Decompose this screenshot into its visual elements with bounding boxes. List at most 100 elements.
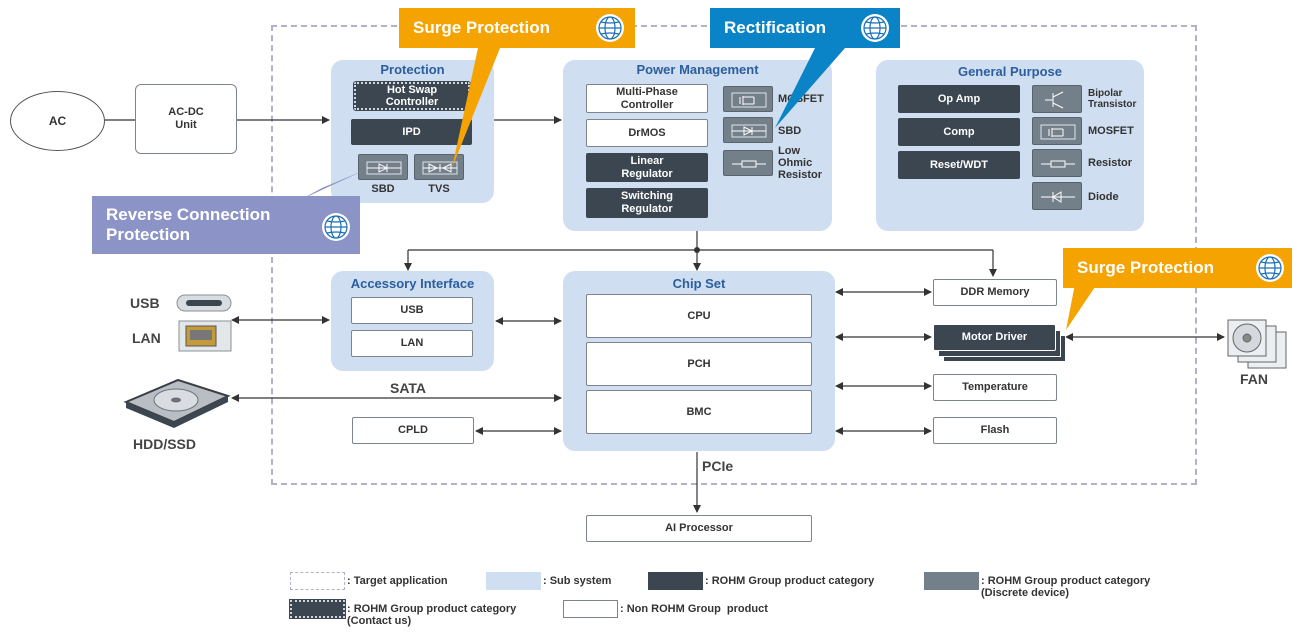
multiphase-controller: Multi-Phase Controller bbox=[586, 84, 708, 113]
gp-diode-icon bbox=[1032, 182, 1082, 210]
cpu-box: CPU bbox=[586, 294, 812, 338]
mosfet-icon bbox=[723, 86, 773, 112]
legend-target-label: : Target application bbox=[347, 575, 448, 587]
sbd-device-icon bbox=[358, 154, 408, 180]
legend-non-label: : Non ROHM Group product bbox=[620, 603, 768, 615]
op-amp-label: Op Amp bbox=[937, 92, 981, 105]
rectification-callout: Rectification bbox=[710, 8, 900, 48]
surge-protection-callout-top: Surge Protection bbox=[399, 8, 635, 48]
op-amp-box: Op Amp bbox=[898, 85, 1020, 113]
ai-processor-box: AI Processor bbox=[586, 515, 812, 542]
ai-processor-label: AI Processor bbox=[665, 522, 733, 535]
surge-protection-callout-right: Surge Protection bbox=[1063, 248, 1292, 288]
pch-label: PCH bbox=[687, 357, 711, 370]
globe-icon[interactable] bbox=[596, 14, 624, 42]
acdc-label: AC-DC Unit bbox=[168, 106, 204, 131]
reverse-connection-callout: Reverse Connection Protection bbox=[92, 196, 360, 254]
legend-non-swatch bbox=[563, 600, 618, 618]
legend-rohm-swatch bbox=[648, 572, 703, 590]
bmc-label: BMC bbox=[686, 405, 712, 418]
flash-box: Flash bbox=[933, 417, 1057, 444]
hdd-ssd-label: HDD/SSD bbox=[133, 436, 197, 452]
drmos-box: DrMOS bbox=[586, 119, 708, 147]
legend-contact-label: : ROHM Group product category (Contact u… bbox=[347, 603, 517, 628]
motor-driver-box: Motor Driver bbox=[933, 324, 1056, 351]
comp-label: Comp bbox=[943, 125, 975, 138]
legend-sub-label: : Sub system bbox=[543, 575, 612, 587]
gp-resistor-icon bbox=[1032, 149, 1082, 177]
reset-wdt-label: Reset/WDT bbox=[929, 158, 989, 171]
multiphase-label: Multi-Phase Controller bbox=[616, 85, 678, 111]
reset-wdt-box: Reset/WDT bbox=[898, 151, 1020, 179]
switching-regulator: Switching Regulator bbox=[586, 188, 708, 218]
drmos-label: DrMOS bbox=[628, 126, 666, 139]
ddr-memory-label: DDR Memory bbox=[960, 286, 1030, 299]
ipd-box: IPD bbox=[351, 119, 472, 145]
globe-icon[interactable] bbox=[1256, 254, 1284, 282]
surge-protection-top-label: Surge Protection bbox=[413, 18, 550, 38]
accessory-interface-title: Accessory Interface bbox=[350, 276, 475, 291]
hdd-ssd-icon bbox=[118, 374, 233, 430]
temperature-label: Temperature bbox=[962, 381, 1028, 394]
legend-sub-swatch bbox=[486, 572, 541, 590]
ac-label: AC bbox=[48, 114, 67, 128]
low-ohmic-resistor-label: Low Ohmic Resistor bbox=[778, 145, 823, 182]
general-purpose-title: General Purpose bbox=[957, 64, 1063, 79]
ac-source: AC bbox=[10, 91, 105, 151]
motor-driver-label: Motor Driver bbox=[961, 331, 1028, 344]
cpu-label: CPU bbox=[687, 309, 711, 322]
accessory-lan-label: LAN bbox=[400, 337, 424, 350]
comp-box: Comp bbox=[898, 118, 1020, 146]
globe-icon[interactable] bbox=[322, 213, 350, 241]
lan-external-label: LAN bbox=[132, 330, 161, 346]
power-management-title: Power Management bbox=[636, 62, 759, 77]
resistor-icon bbox=[723, 150, 773, 176]
reverse-connection-label: Reverse Connection Protection bbox=[106, 205, 271, 244]
legend-discrete-label: : ROHM Group product category (Discrete … bbox=[981, 575, 1151, 600]
bipolar-transistor-icon bbox=[1032, 85, 1082, 113]
accessory-usb-label: USB bbox=[400, 304, 424, 317]
switching-regulator-label: Switching Regulator bbox=[621, 190, 673, 215]
sbd-power-label: SBD bbox=[778, 125, 802, 137]
cpld-box: CPLD bbox=[352, 417, 474, 444]
legend-rohm-label: : ROHM Group product category bbox=[705, 575, 875, 587]
globe-icon[interactable] bbox=[861, 14, 889, 42]
rectification-label: Rectification bbox=[724, 18, 827, 38]
hot-swap-controller: Hot Swap Controller bbox=[353, 81, 471, 111]
temperature-box: Temperature bbox=[933, 374, 1057, 401]
cpld-label: CPLD bbox=[398, 424, 428, 437]
legend-contact-swatch bbox=[289, 599, 346, 619]
legend-discrete-swatch bbox=[924, 572, 979, 590]
bmc-box: BMC bbox=[586, 390, 812, 434]
fan-label: FAN bbox=[1240, 371, 1268, 387]
accessory-usb-box: USB bbox=[351, 297, 473, 324]
tvs-label: TVS bbox=[428, 183, 450, 195]
acdc-unit: AC-DC Unit bbox=[135, 84, 237, 154]
accessory-lan-box: LAN bbox=[351, 330, 473, 357]
gp-mosfet-icon bbox=[1032, 117, 1082, 145]
bipolar-transistor-label: Bipolar Transistor bbox=[1088, 88, 1137, 110]
pcie-label: PCIe bbox=[702, 458, 734, 474]
ddr-memory-box: DDR Memory bbox=[933, 279, 1057, 306]
ipd-label: IPD bbox=[402, 125, 421, 138]
linear-regulator-label: Linear Regulator bbox=[621, 154, 673, 180]
surge-protection-right-label: Surge Protection bbox=[1077, 258, 1214, 278]
chip-set-title: Chip Set bbox=[672, 276, 726, 291]
gp-mosfet-label: MOSFET bbox=[1088, 125, 1134, 137]
pch-box: PCH bbox=[586, 342, 812, 386]
flash-label: Flash bbox=[980, 424, 1010, 437]
protection-title: Protection bbox=[380, 62, 445, 77]
sata-label: SATA bbox=[390, 380, 427, 396]
lan-port-icon bbox=[178, 320, 232, 352]
legend-target-swatch bbox=[290, 572, 345, 590]
gp-diode-label: Diode bbox=[1088, 191, 1119, 203]
usb-connector-icon bbox=[176, 292, 234, 314]
sbd-label: SBD bbox=[371, 183, 395, 195]
linear-regulator: Linear Regulator bbox=[586, 153, 708, 182]
hot-swap-label: Hot Swap Controller bbox=[385, 83, 439, 108]
gp-resistor-label: Resistor bbox=[1088, 157, 1133, 169]
fan-icon bbox=[1226, 318, 1290, 370]
sbd-icon bbox=[723, 117, 773, 143]
